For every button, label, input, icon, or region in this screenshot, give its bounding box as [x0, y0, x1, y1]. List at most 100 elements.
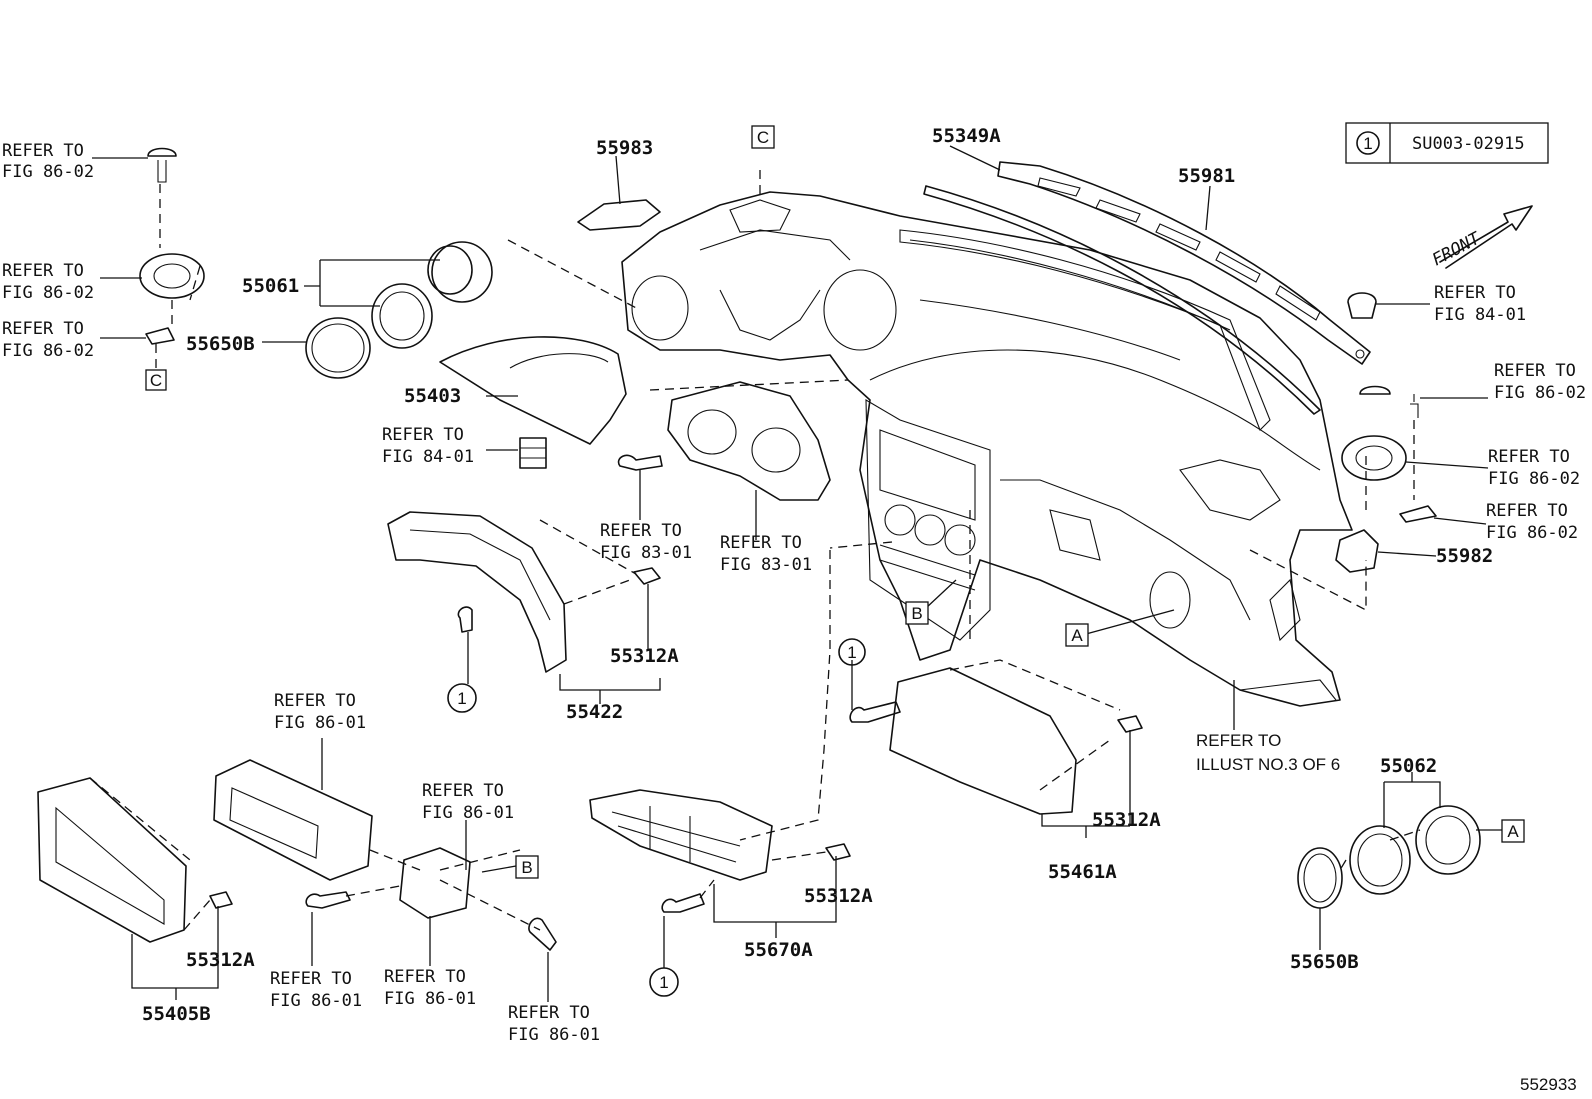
svg-text:FIG 86-01: FIG 86-01 [384, 989, 476, 1009]
legend-symbol: 1 [1363, 134, 1372, 153]
svg-text:FIG 86-02: FIG 86-02 [2, 341, 94, 361]
svg-text:REFER TO: REFER TO [1494, 361, 1576, 381]
svg-text:REFER TO: REFER TO [270, 969, 352, 989]
ref-left-top: REFER TO FIG 86-02 [2, 141, 94, 182]
left-speaker [139, 147, 205, 345]
svg-text:REFER TO: REFER TO [1434, 283, 1516, 303]
svg-text:FIG 86-01: FIG 86-01 [508, 1025, 600, 1045]
symbol-1-a: 1 [447, 683, 477, 713]
label-55981: 55981 [1178, 165, 1235, 187]
storage-box [213, 759, 373, 881]
ref-box: REFER TO FIG 86-01 [274, 691, 366, 733]
label-55650B-top: 55650B [186, 333, 255, 355]
svg-text:FIG 86-01: FIG 86-01 [422, 803, 514, 823]
marker-a-center: A [1065, 623, 1089, 647]
svg-text:A: A [1071, 626, 1083, 645]
ref-right-top: REFER TO FIG 86-02 [1494, 361, 1586, 403]
assembly-lines [89, 170, 1421, 931]
marker-a-right: A [1501, 819, 1525, 843]
svg-text:FIG 84-01: FIG 84-01 [1434, 305, 1526, 325]
svg-text:REFER TO: REFER TO [2, 261, 84, 281]
svg-text:B: B [911, 604, 922, 623]
svg-text:REFER TO: REFER TO [2, 141, 84, 161]
ref-meter: REFER TO FIG 83-01 [720, 533, 812, 575]
marker-c-left: C [145, 369, 167, 391]
svg-text:REFER TO: REFER TO [2, 319, 84, 339]
ref-switch: REFER TO FIG 84-01 [382, 425, 474, 467]
svg-text:FIG 86-01: FIG 86-01 [274, 713, 366, 733]
symbol-1-c: 1 [649, 967, 679, 997]
svg-text:1: 1 [659, 973, 668, 992]
legend-code: SU003-02915 [1412, 134, 1525, 154]
label-55349A: 55349A [932, 125, 1001, 147]
part-55422-trim [387, 511, 567, 673]
symbol-1-b: 1 [838, 638, 866, 666]
label-55062: 55062 [1380, 755, 1437, 777]
part-55461A-door [889, 667, 1077, 815]
ref-right-mid: REFER TO FIG 86-02 [1488, 447, 1580, 489]
svg-text:REFER TO: REFER TO [720, 533, 802, 553]
label-55670A: 55670A [744, 939, 813, 961]
combination-meter [667, 381, 831, 501]
svg-text:REFER TO: REFER TO [384, 967, 466, 987]
label-55983: 55983 [596, 137, 653, 159]
label-55061: 55061 [242, 275, 299, 297]
label-55422: 55422 [566, 701, 623, 723]
ref-left-low: REFER TO FIG 86-02 [2, 319, 94, 361]
svg-text:FIG 86-02: FIG 86-02 [1494, 383, 1586, 403]
label-55312A-b: 55312A [1092, 809, 1161, 831]
front-label: FRONT [1429, 228, 1485, 271]
ref-meter-screw: REFER TO FIG 83-01 [600, 521, 692, 563]
part-55983-cover [577, 199, 661, 231]
svg-text:REFER TO: REFER TO [274, 691, 356, 711]
svg-text:C: C [150, 371, 162, 390]
svg-text:FIG 86-02: FIG 86-02 [1486, 523, 1578, 543]
ref-bracket-top: REFER TO FIG 86-01 [422, 781, 514, 823]
svg-text:B: B [521, 858, 532, 877]
leader-lines [92, 145, 1502, 1002]
label-55312A-d: 55312A [186, 949, 255, 971]
svg-text:REFER TO: REFER TO [382, 425, 464, 445]
svg-text:1: 1 [457, 689, 466, 708]
label-55312A-a: 55312A [610, 645, 679, 667]
clips [209, 567, 1143, 909]
part-55405B-pocket [37, 777, 187, 943]
svg-text:FIG 86-02: FIG 86-02 [2, 283, 94, 303]
part-55982-vent [1335, 529, 1379, 573]
part-55650B-ring-top [305, 317, 371, 379]
legend-box: 1 SU003-02915 [1345, 122, 1549, 164]
ref-bracket-low: REFER TO FIG 86-01 [384, 967, 476, 1009]
instrument-panel [621, 191, 1353, 707]
front-arrow: FRONT [1429, 205, 1533, 271]
ref-bolt: REFER TO FIG 86-01 [270, 969, 362, 1011]
svg-text:REFER TO: REFER TO [1488, 447, 1570, 467]
ref-clip-low: REFER TO FIG 86-01 [508, 1003, 600, 1045]
label-55405B: 55405B [142, 1003, 211, 1025]
part-55403-hood [439, 336, 627, 445]
svg-text:1: 1 [847, 643, 856, 662]
svg-text:REFER TO: REFER TO [508, 1003, 590, 1023]
part-55062-vent [1349, 805, 1481, 895]
svg-text:REFER TO: REFER TO [600, 521, 682, 541]
ref-left-mid: REFER TO FIG 86-02 [2, 261, 94, 303]
svg-text:A: A [1507, 822, 1519, 841]
svg-text:ILLUST NO.3 OF 6: ILLUST NO.3 OF 6 [1196, 755, 1340, 774]
part-55981-garnish [997, 161, 1371, 365]
ref-right-clip: REFER TO FIG 84-01 [1434, 283, 1526, 325]
label-55403: 55403 [404, 385, 461, 407]
ref-illust: REFER TO ILLUST NO.3 OF 6 [1196, 731, 1340, 774]
drawing-number: 552933 [1520, 1075, 1577, 1094]
right-speaker [1341, 292, 1437, 523]
part-55061-vent [371, 241, 493, 349]
svg-text:REFER TO: REFER TO [422, 781, 504, 801]
label-55461A: 55461A [1048, 861, 1117, 883]
svg-text:FIG 84-01: FIG 84-01 [382, 447, 474, 467]
svg-text:FIG 86-01: FIG 86-01 [270, 991, 362, 1011]
svg-text:FIG 83-01: FIG 83-01 [720, 555, 812, 575]
svg-text:C: C [757, 128, 769, 147]
marker-c-top: C [751, 125, 775, 149]
marker-b-center: B [905, 601, 929, 625]
label-55982: 55982 [1436, 545, 1493, 567]
svg-text:REFER TO: REFER TO [1196, 731, 1281, 750]
